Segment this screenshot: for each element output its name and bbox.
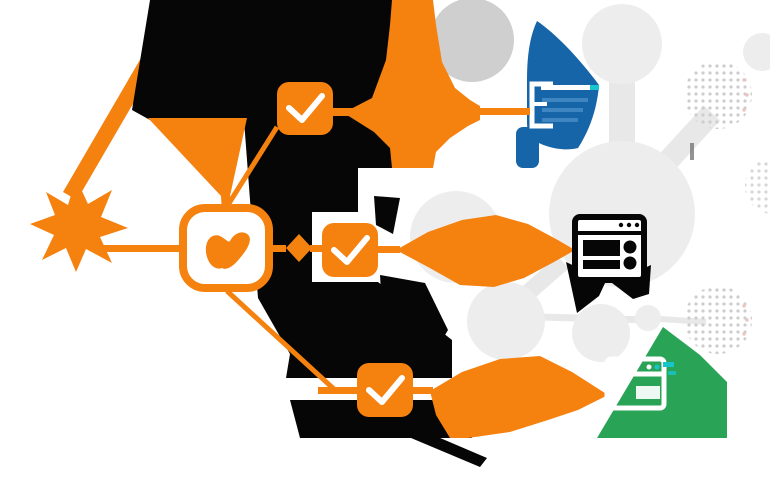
green-teal-dash-b xyxy=(668,371,676,375)
network-circle-top xyxy=(582,4,662,84)
diagonal-connector-person xyxy=(63,58,155,200)
line-tile-to-check-top xyxy=(223,125,280,210)
black-mass-bottom xyxy=(290,400,472,438)
halftone-dotted-circles xyxy=(684,61,770,354)
document-top-line xyxy=(541,85,598,90)
pink-dots xyxy=(742,78,749,336)
browser-icon xyxy=(556,214,651,313)
dotted-circle-top xyxy=(684,61,752,129)
black-wedge-right-a xyxy=(374,196,400,234)
line-check-mid-right xyxy=(378,246,400,253)
network-circle-bottom-left xyxy=(467,282,545,360)
document-teal-mark xyxy=(590,85,599,90)
line-check-top-right xyxy=(333,108,353,116)
person-burst xyxy=(30,178,128,272)
line-check-bottom-right xyxy=(411,387,433,394)
checkmark-icon xyxy=(331,235,370,265)
checkmark-icon xyxy=(286,93,325,123)
line-tile-to-check-bottom xyxy=(225,289,338,393)
dotted-circle-bottom xyxy=(684,286,752,354)
green-teal-dash-a xyxy=(663,362,674,367)
green-window-dot xyxy=(646,364,652,370)
network-circle-behind-green xyxy=(572,304,630,362)
green-window-teal-dot xyxy=(654,364,660,370)
connector-diamond xyxy=(286,234,312,262)
check-badge-top xyxy=(277,82,333,135)
line-check-bottom-left xyxy=(318,387,358,394)
orange-bowtie xyxy=(347,0,480,168)
line-diamond-to-check xyxy=(310,245,324,252)
black-tail xyxy=(392,420,487,467)
line-tile-to-diamond xyxy=(270,245,286,252)
document-icon xyxy=(516,21,599,168)
document-text-lines xyxy=(542,98,588,122)
orange-funnel-mid xyxy=(396,215,575,287)
orange-funnel-top xyxy=(148,118,247,212)
green-window-frame xyxy=(604,356,667,411)
orange-funnel-bottom xyxy=(430,356,608,438)
orange-flow xyxy=(30,0,608,438)
green-window-block xyxy=(636,386,660,399)
dotted-circle-edge xyxy=(745,158,770,214)
network-circle-tiny xyxy=(635,305,661,331)
line-to-document xyxy=(466,108,530,115)
app-tile xyxy=(179,204,273,292)
check-badge-middle xyxy=(322,223,378,277)
network-circle-small-top-left xyxy=(430,0,514,82)
checkmark-icon xyxy=(366,375,405,405)
check-badge-bottom xyxy=(357,363,413,417)
app-tile-swoosh xyxy=(205,232,250,269)
line-person-to-tile xyxy=(98,245,185,252)
arrow-into-browser xyxy=(556,243,576,257)
green-window-icon xyxy=(597,327,727,438)
browser-content xyxy=(583,240,637,270)
black-wedge-right-b xyxy=(380,275,448,360)
gray-dash xyxy=(690,143,694,160)
edge-circle-fragment xyxy=(743,33,770,71)
browser-dots xyxy=(618,222,640,228)
